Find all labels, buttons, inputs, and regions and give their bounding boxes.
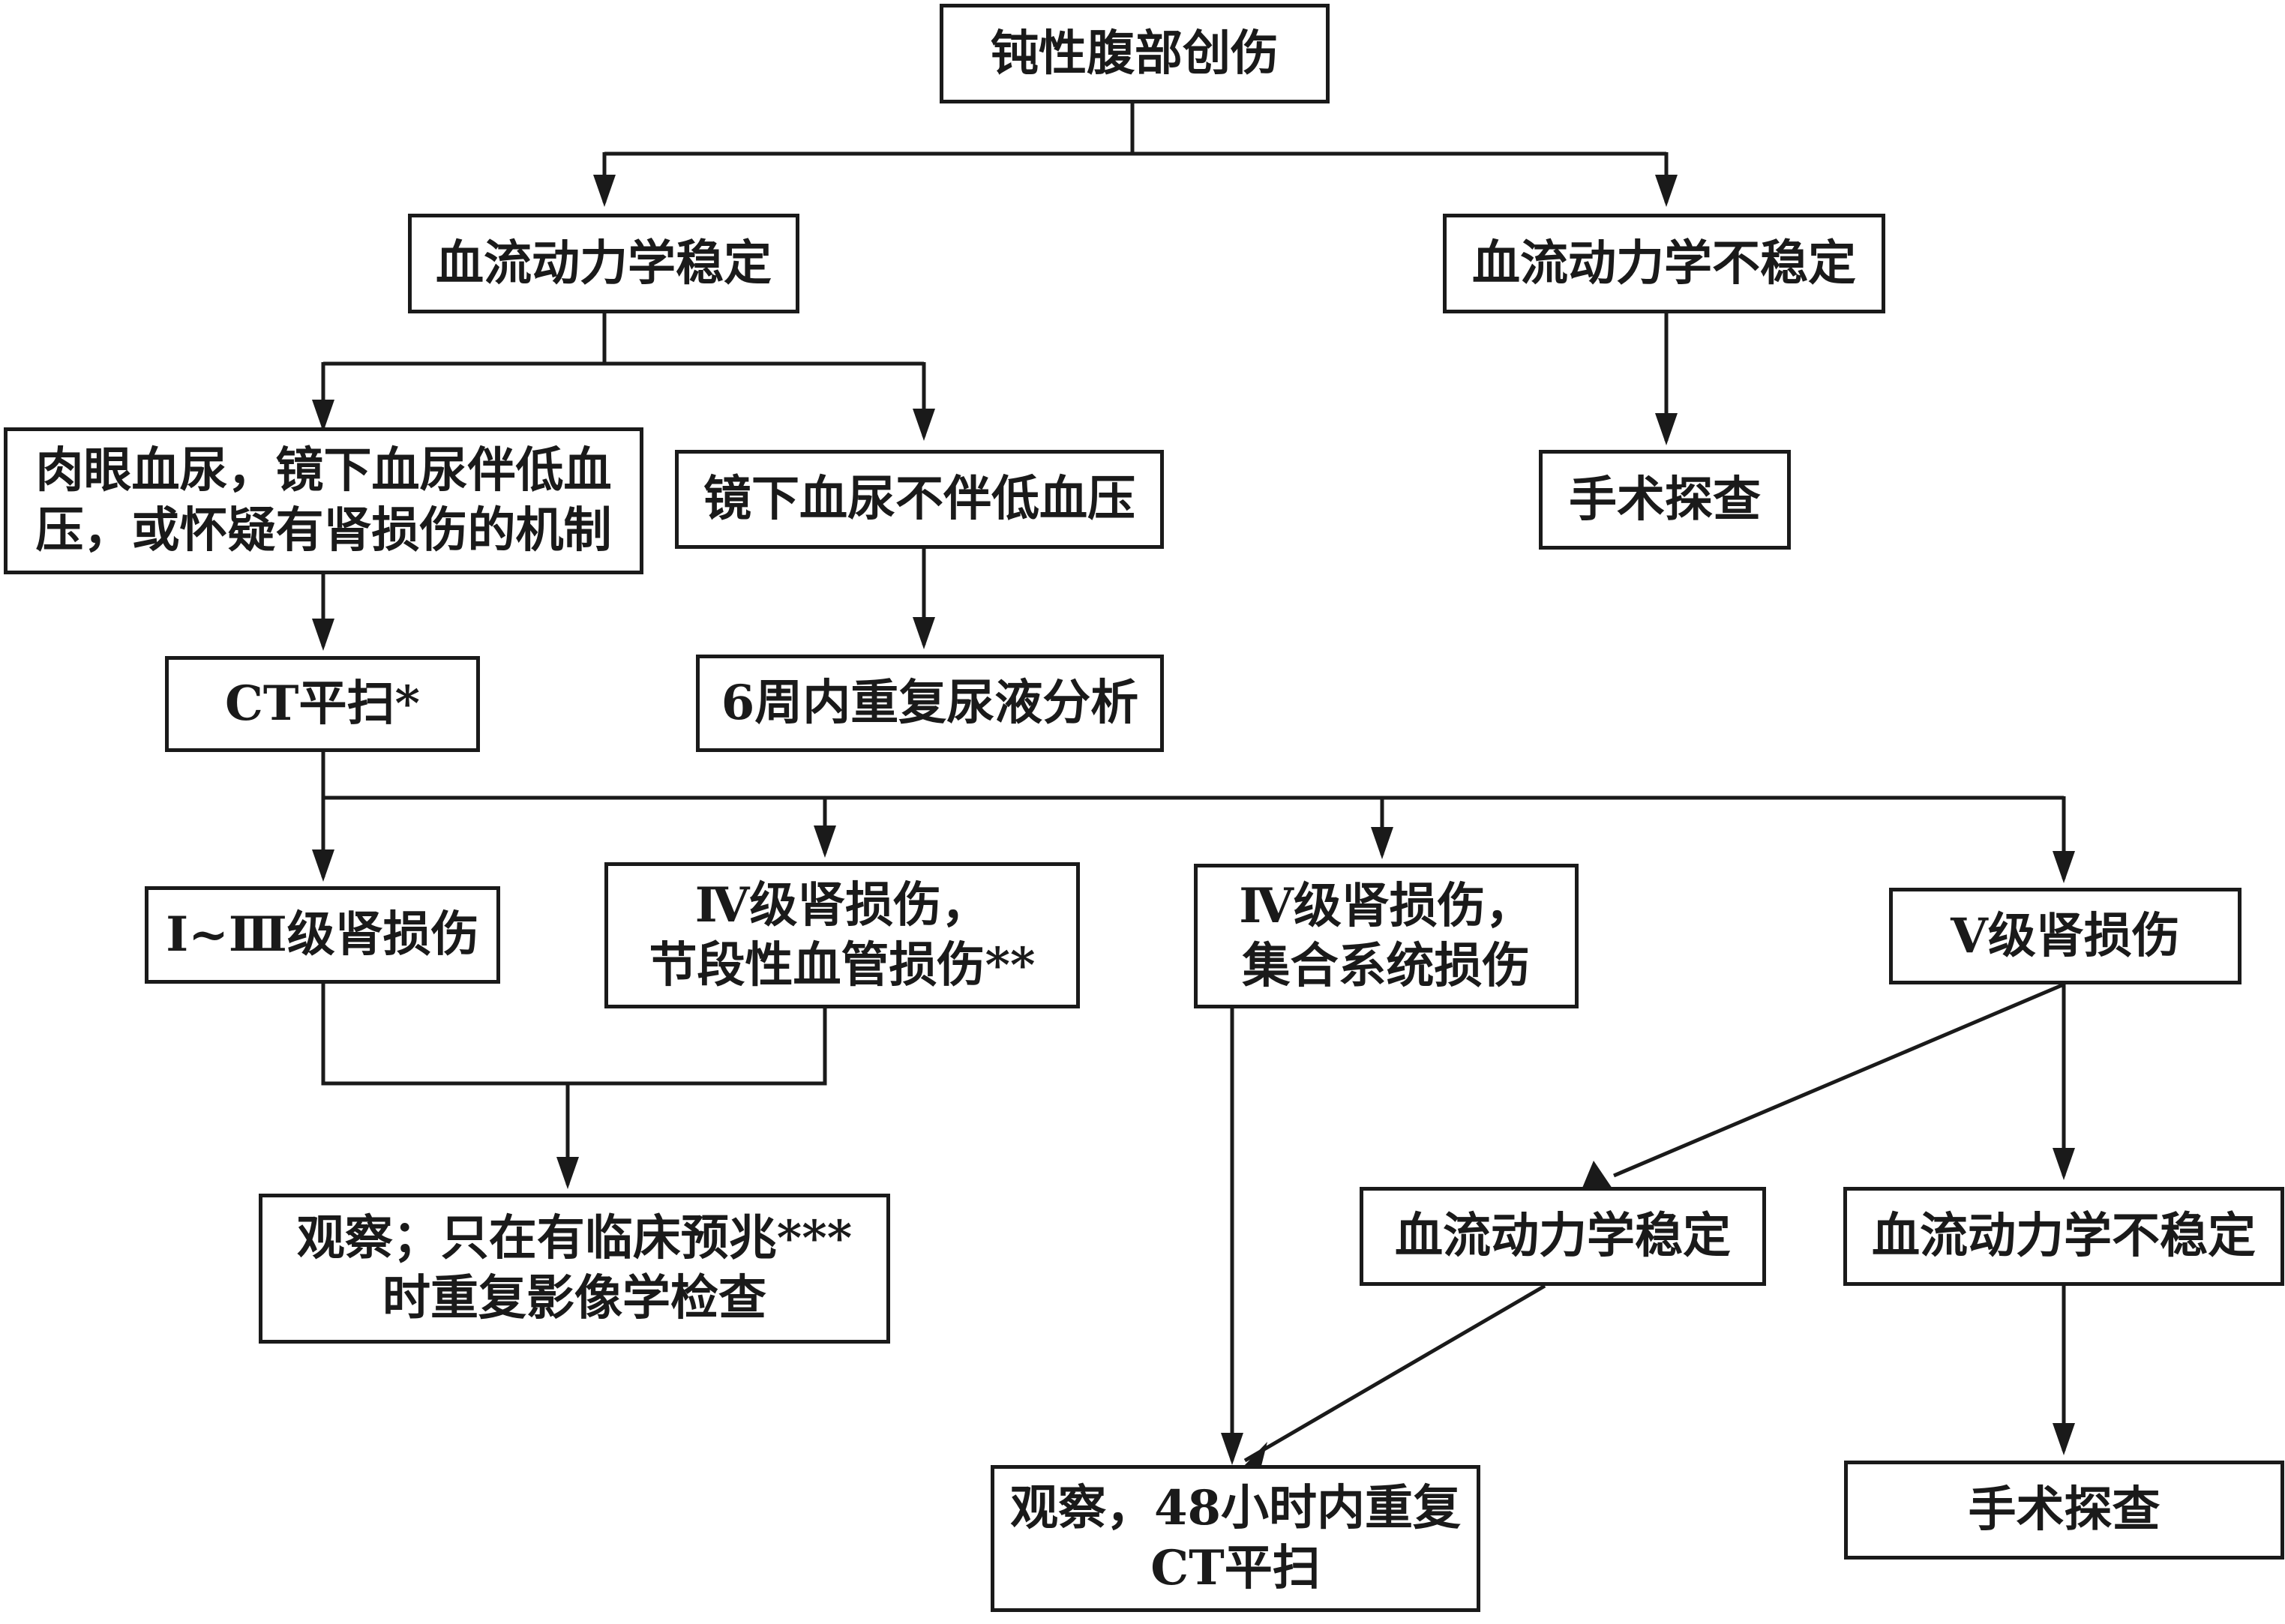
- connector-merge-observe: [321, 984, 827, 1185]
- node-microscopic-hematuria: 镜下血尿不伴低血压: [675, 450, 1164, 549]
- connector-root-split: [604, 103, 1666, 156]
- node-label-line1: 观察；只在有临床预兆***: [296, 1210, 853, 1266]
- arrow-stable2-to-observe48: [1243, 1284, 1546, 1463]
- node-label: 血流动力学不稳定: [1872, 1208, 2256, 1264]
- node-label: 手术探查: [1968, 1482, 2161, 1538]
- arrowhead: [1242, 1442, 1267, 1472]
- arrowhead: [814, 825, 836, 858]
- arrowhead: [913, 617, 935, 649]
- arrowhead: [1371, 827, 1393, 859]
- node-surgical-exploration-top: 手术探查: [1539, 450, 1791, 550]
- node-label-line1: 观察，48小时内重复: [1009, 1480, 1462, 1536]
- node-observe-48h-ct: 观察，48小时内重复 CT平扫: [991, 1465, 1480, 1612]
- arrow-grade5-to-stable2: [1613, 982, 2065, 1178]
- node-label-line2: 节段性血管损伤**: [649, 936, 1036, 993]
- arrowhead: [312, 400, 334, 432]
- arrowhead: [312, 619, 334, 651]
- node-label: Ⅴ级肾损伤: [1951, 907, 2180, 964]
- node-label: 血流动力学稳定: [436, 235, 772, 292]
- node-hemodynamic-unstable: 血流动力学不稳定: [1443, 214, 1885, 313]
- node-grade5: Ⅴ级肾损伤: [1889, 888, 2242, 984]
- node-label-line2: 集合系统损伤: [1242, 937, 1531, 994]
- node-surgical-exploration-bottom: 手术探查: [1844, 1461, 2284, 1560]
- connector-stable-split: [323, 313, 924, 366]
- connector-ct-split: [321, 751, 2064, 800]
- arrowhead: [2053, 1148, 2075, 1180]
- node-grade4-vascular: Ⅳ级肾损伤， 节段性血管损伤**: [604, 862, 1080, 1008]
- arrowhead: [913, 409, 935, 441]
- arrowhead: [593, 175, 616, 207]
- node-label: 血流动力学不稳定: [1472, 235, 1856, 292]
- node-label: 钝性腹部创伤: [991, 25, 1279, 82]
- arrowhead: [1221, 1433, 1243, 1465]
- node-gross-hematuria: 肉眼血尿，镜下血尿伴低血 压，或怀疑有肾损伤的机制: [4, 427, 643, 574]
- node-label-line1: Ⅳ级肾损伤，: [694, 876, 990, 933]
- node-grade-1-3: Ⅰ~Ⅲ级肾损伤: [145, 886, 500, 984]
- node-hemodynamic-stable-2: 血流动力学稳定: [1360, 1187, 1766, 1286]
- arrowhead: [2053, 1423, 2075, 1455]
- node-blunt-abdominal-trauma: 钝性腹部创伤: [940, 4, 1330, 103]
- node-label: CT平扫*: [224, 676, 421, 732]
- node-label-line2: CT平扫: [1150, 1540, 1321, 1596]
- node-label: 镜下血尿不伴低血压: [703, 471, 1135, 527]
- node-grade4-collecting: Ⅳ级肾损伤， 集合系统损伤: [1194, 864, 1579, 1008]
- node-label: 手术探查: [1569, 471, 1761, 528]
- node-label-line1: Ⅳ级肾损伤，: [1239, 877, 1534, 934]
- arrowhead: [2053, 851, 2075, 883]
- node-ct-scan: CT平扫*: [165, 656, 480, 752]
- arrowhead: [1655, 175, 1678, 207]
- node-label: 血流动力学稳定: [1395, 1208, 1731, 1264]
- node-label: 6周内重复尿液分析: [721, 675, 1139, 731]
- node-label: Ⅰ~Ⅲ级肾损伤: [166, 906, 479, 963]
- arrowhead: [1655, 413, 1678, 445]
- node-hemodynamic-stable: 血流动力学稳定: [408, 214, 799, 313]
- node-label-line2: 时重复影像学检查: [382, 1270, 766, 1326]
- node-observe-imaging: 观察；只在有临床预兆*** 时重复影像学检查: [259, 1194, 890, 1344]
- node-hemodynamic-unstable-2: 血流动力学不稳定: [1843, 1187, 2284, 1286]
- node-label-line1: 肉眼血尿，镜下血尿伴低血: [35, 442, 612, 499]
- arrowhead: [1581, 1161, 1612, 1191]
- node-label-line2: 压，或怀疑有肾损伤的机制: [35, 502, 612, 559]
- arrowhead: [556, 1157, 579, 1189]
- arrowhead: [312, 849, 334, 882]
- node-repeat-urinalysis: 6周内重复尿液分析: [696, 655, 1164, 752]
